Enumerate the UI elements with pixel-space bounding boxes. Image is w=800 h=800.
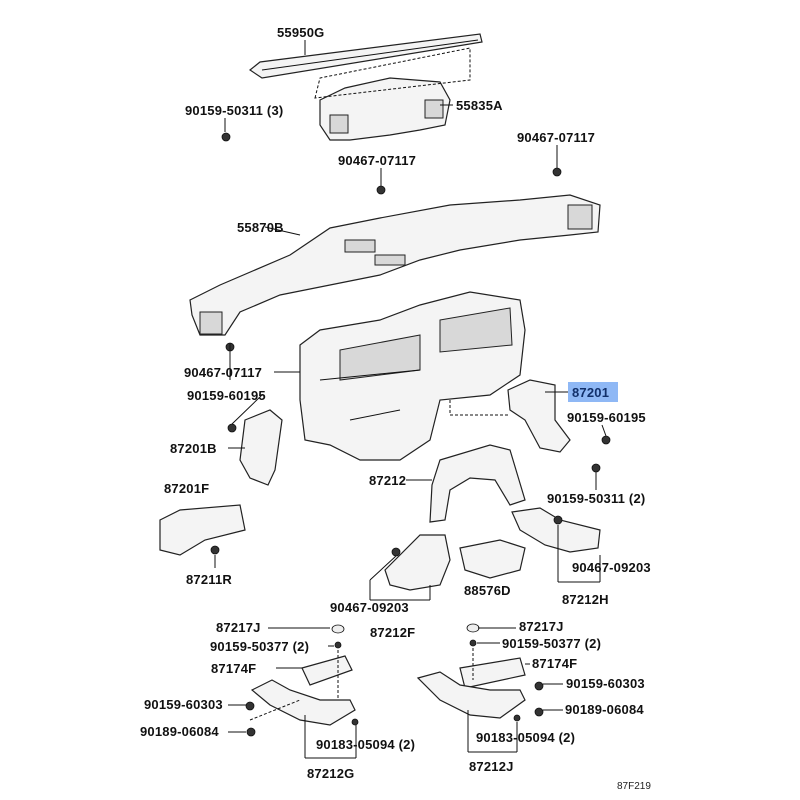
label-90467-07117-b[interactable]: 90467-07117: [338, 153, 416, 168]
label-90159-60303-b[interactable]: 90159-60303: [566, 676, 645, 691]
label-87201-selected[interactable]: 87201: [572, 385, 609, 400]
label-90467-07117-c[interactable]: 90467-07117: [184, 365, 262, 380]
label-90189-06084-b[interactable]: 90189-06084: [565, 702, 644, 717]
part-duct-87212G[interactable]: [250, 679, 356, 726]
part-duct-88576D[interactable]: [459, 539, 526, 579]
label-90467-09203-b[interactable]: 90467-09203: [330, 600, 409, 615]
figure-code: 87F219: [617, 781, 651, 792]
label-90159-50311-3[interactable]: 90159-50311 (3): [185, 103, 283, 118]
label-87217J-a[interactable]: 87217J: [216, 620, 261, 635]
part-defroster-nozzle-55950G[interactable]: [248, 33, 483, 79]
label-90183-05094-a[interactable]: 90183-05094 (2): [316, 737, 415, 752]
selected-part-highlight: [568, 382, 618, 402]
label-87217J-b[interactable]: 87217J: [519, 619, 564, 634]
part-register-87174F-left[interactable]: [301, 655, 353, 686]
label-55835A[interactable]: 55835A: [456, 98, 503, 113]
part-duct-55870B[interactable]: [189, 194, 601, 336]
leader-lines: [214, 40, 607, 759]
label-90159-50377-a[interactable]: 90159-50377 (2): [210, 639, 309, 654]
part-heater-unit[interactable]: [299, 291, 526, 461]
label-90467-07117-a[interactable]: 90467-07117: [517, 130, 595, 145]
label-90467-09203-a[interactable]: 90467-09203: [572, 560, 651, 575]
label-90183-05094-b[interactable]: 90183-05094 (2): [476, 730, 575, 745]
part-duct-87201[interactable]: [507, 379, 571, 453]
label-90159-60195-b[interactable]: 90159-60195: [567, 410, 646, 425]
label-87212G[interactable]: 87212G: [307, 766, 354, 781]
label-87211R[interactable]: 87211R: [186, 572, 232, 587]
label-55950G[interactable]: 55950G: [277, 25, 324, 40]
label-87212F[interactable]: 87212F: [370, 625, 415, 640]
label-87174F-a[interactable]: 87174F: [211, 661, 256, 676]
label-90159-60303-a[interactable]: 90159-60303: [144, 697, 223, 712]
label-87212[interactable]: 87212: [369, 473, 406, 488]
part-duct-87201F[interactable]: [159, 504, 246, 556]
label-87201B[interactable]: 87201B: [170, 441, 217, 456]
part-duct-87212H[interactable]: [511, 507, 601, 553]
part-duct-87212J[interactable]: [416, 671, 526, 719]
label-90189-06084-a[interactable]: 90189-06084: [140, 724, 219, 739]
label-87201F[interactable]: 87201F: [164, 481, 209, 496]
part-duct-87212F[interactable]: [384, 534, 451, 591]
label-90159-50311-2[interactable]: 90159-50311 (2): [547, 491, 645, 506]
label-90159-60195-a[interactable]: 90159-60195: [187, 388, 266, 403]
part-register-87174F-right[interactable]: [459, 657, 526, 689]
label-55870B[interactable]: 55870B: [237, 220, 284, 235]
label-88576D[interactable]: 88576D: [464, 583, 511, 598]
label-90159-50377-b[interactable]: 90159-50377 (2): [502, 636, 601, 651]
part-duct-87201B[interactable]: [239, 409, 283, 486]
part-duct-87212[interactable]: [429, 444, 526, 523]
part-duct-55835A[interactable]: [314, 47, 471, 141]
label-87212J[interactable]: 87212J: [469, 759, 514, 774]
label-87212H[interactable]: 87212H: [562, 592, 609, 607]
label-87174F-b[interactable]: 87174F: [532, 656, 577, 671]
